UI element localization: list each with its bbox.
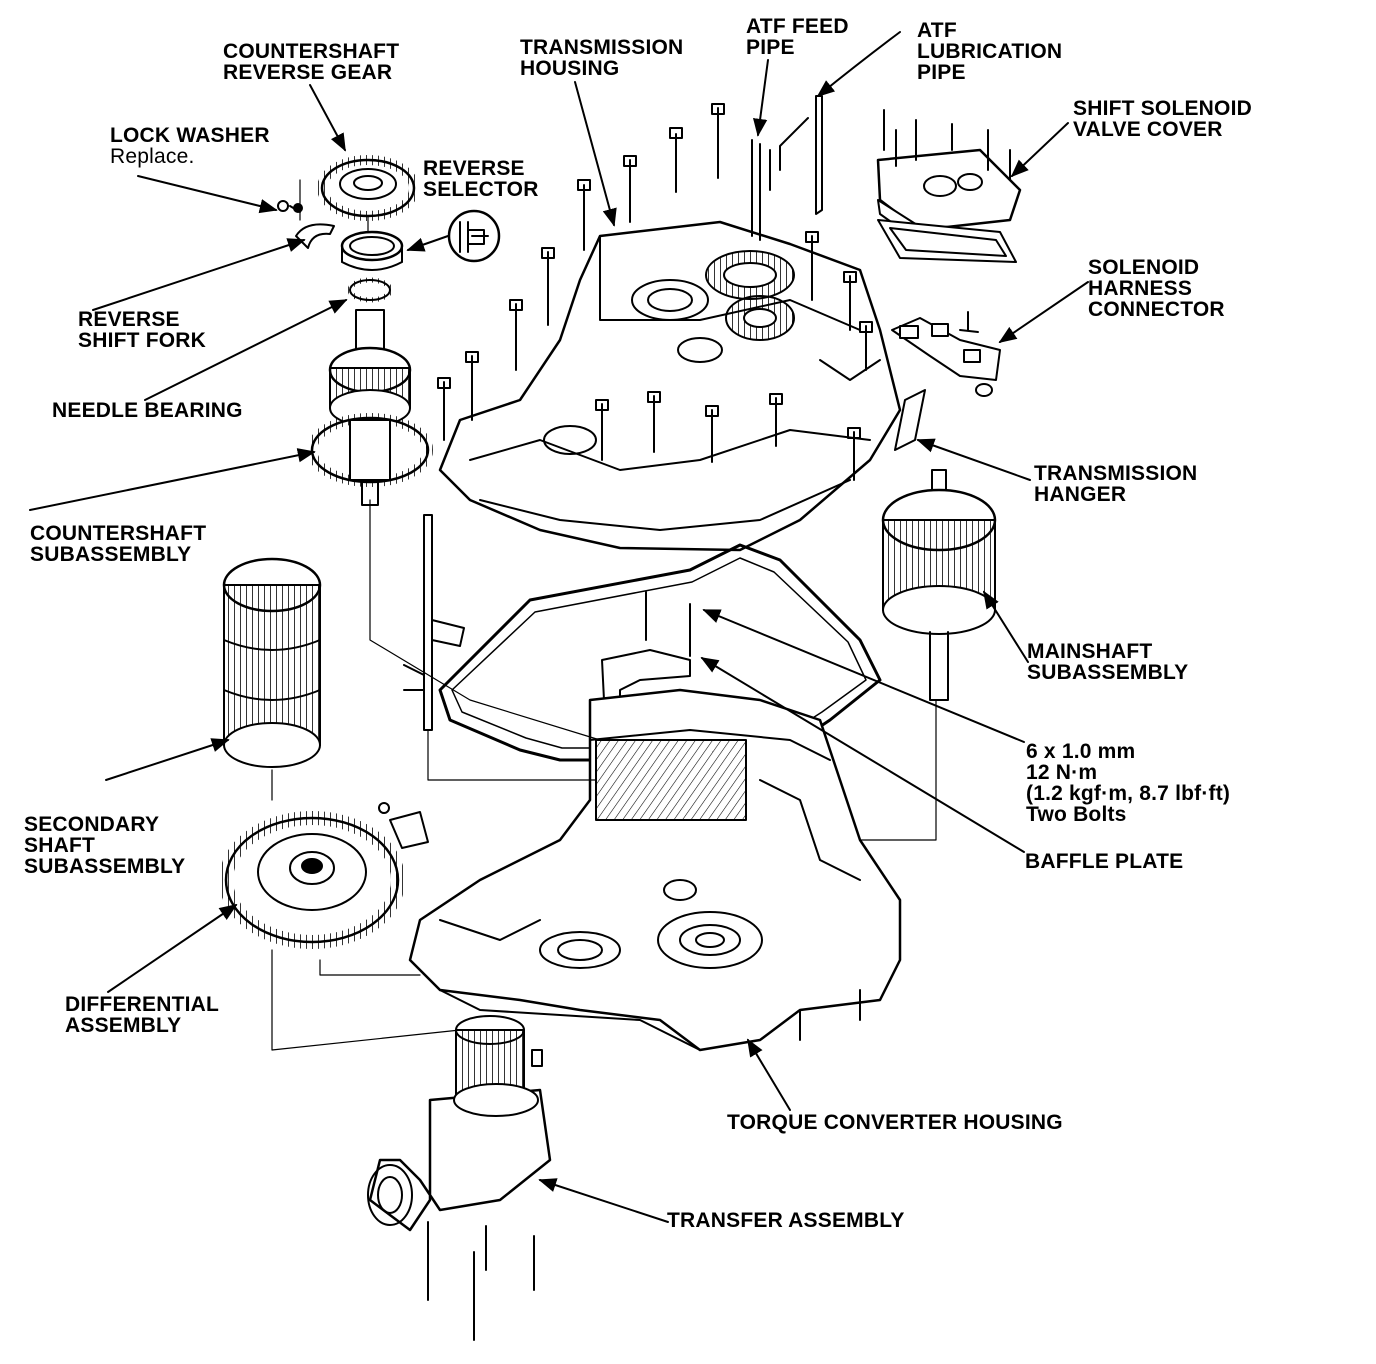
label-atf-lubrication-pipe: ATF LUBRICATION PIPE xyxy=(917,19,1063,84)
secondary-shaft-subassembly-drawing xyxy=(222,557,322,768)
reverse-selector-drawing xyxy=(340,209,501,271)
housing-bolts-drawing xyxy=(437,103,873,481)
label-transmission-hanger: TRANSMISSION HANGER xyxy=(1034,462,1198,506)
atf-lubrication-pipe-drawing xyxy=(779,95,823,215)
countershaft-reverse-gear-drawing xyxy=(317,155,419,221)
label-secondary-shaft-subassembly: SECONDARY SHAFT SUBASSEMBLY xyxy=(24,813,186,878)
transfer-assembly-drawing xyxy=(367,1015,552,1341)
lock-washer-and-fork-drawing xyxy=(277,200,335,249)
label-transfer-assembly: TRANSFER ASSEMBLY xyxy=(667,1209,905,1232)
label-needle-bearing: NEEDLE BEARING xyxy=(52,399,243,422)
label-countershaft-reverse-gear: COUNTERSHAFT REVERSE GEAR xyxy=(223,40,400,84)
transmission-housing-drawing xyxy=(438,220,926,552)
label-lock-washer: LOCK WASHER Replace. xyxy=(110,124,270,168)
label-bolt-spec: 6 x 1.0 mm 12 N·m (1.2 kgf·m, 8.7 lbf·ft… xyxy=(1026,740,1231,826)
mainshaft-subassembly-drawing xyxy=(881,469,997,701)
label-differential-assembly: DIFFERENTIAL ASSEMBLY xyxy=(65,993,220,1037)
leader-lines xyxy=(29,31,1089,1223)
label-baffle-plate: BAFFLE PLATE xyxy=(1025,850,1184,873)
label-transmission-housing: TRANSMISSION HOUSING xyxy=(520,36,684,80)
label-mainshaft-subassembly: MAINSHAFT SUBASSEMBLY xyxy=(1027,640,1189,684)
label-solenoid-harness-connector: SOLENOID HARNESS CONNECTOR xyxy=(1088,256,1225,321)
label-atf-feed-pipe: ATF FEED PIPE xyxy=(746,15,849,59)
label-reverse-selector: REVERSE SELECTOR xyxy=(423,157,539,201)
label-countershaft-subassembly: COUNTERSHAFT SUBASSEMBLY xyxy=(30,522,207,566)
shift-solenoid-valve-cover-drawing xyxy=(876,109,1022,263)
shift-rod-drawing xyxy=(403,514,465,731)
countershaft-subassembly-drawing xyxy=(307,309,433,506)
label-lock-washer-note: Replace. xyxy=(110,145,195,168)
differential-assembly-drawing xyxy=(219,802,429,949)
label-reverse-shift-fork: REVERSE SHIFT FORK xyxy=(78,308,206,352)
label-shift-solenoid-valve-cover: SHIFT SOLENOID VALVE COVER xyxy=(1073,97,1252,141)
solenoid-harness-connector-drawing xyxy=(891,311,1001,397)
gasket-drawing xyxy=(438,543,882,772)
label-torque-converter-housing: TORQUE CONVERTER HOUSING xyxy=(727,1111,1063,1134)
atf-feed-pipe-drawing xyxy=(751,139,771,241)
torque-converter-housing-drawing xyxy=(408,688,902,1052)
